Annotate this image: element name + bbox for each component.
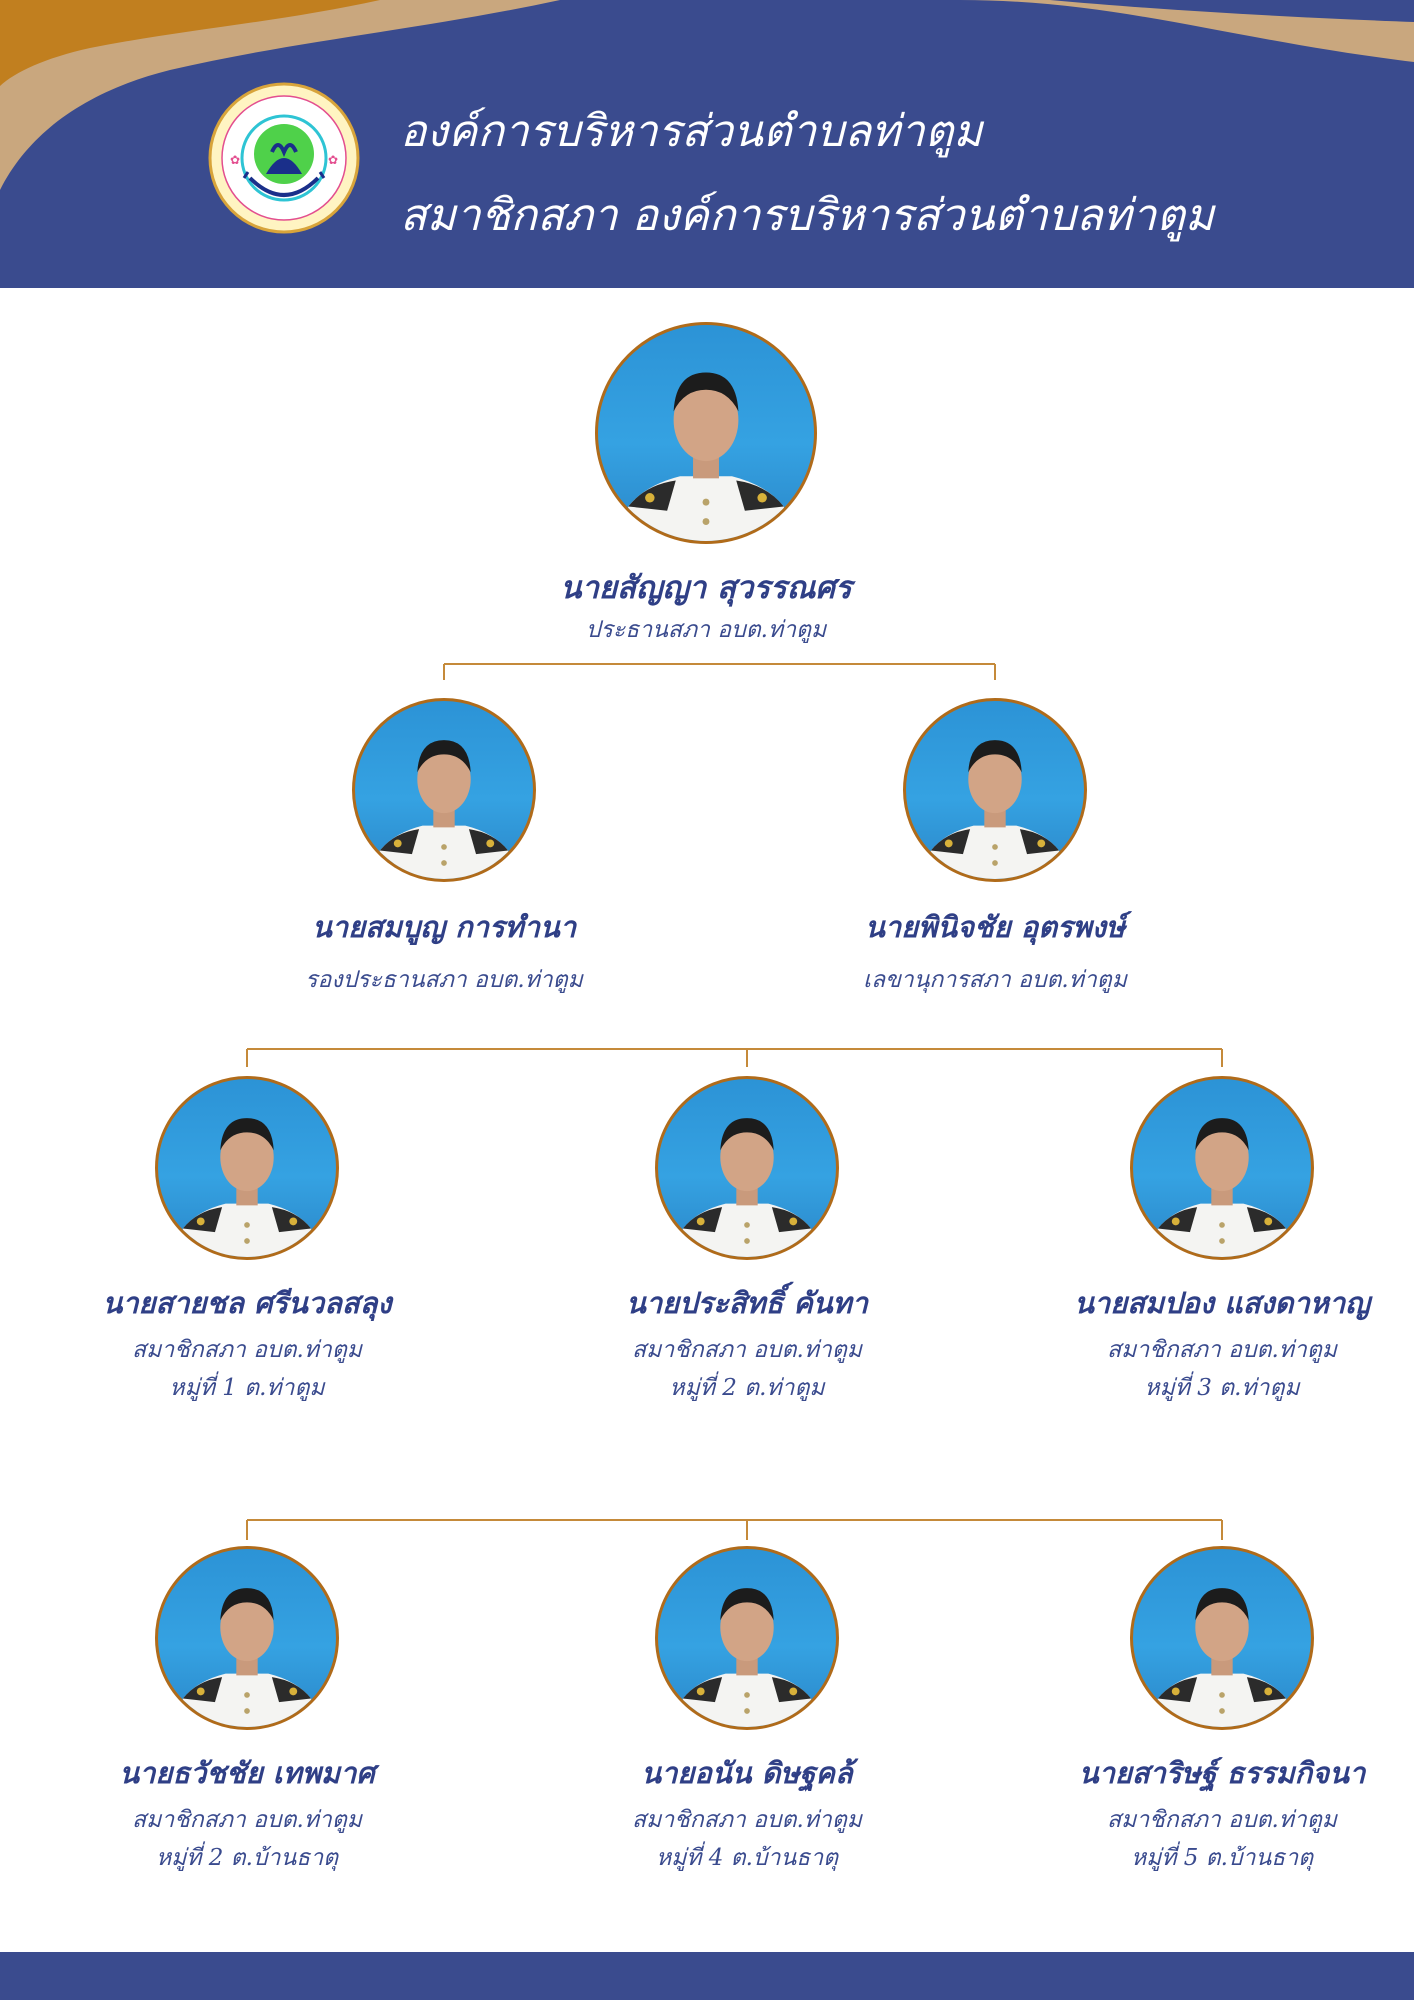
member-photo bbox=[595, 322, 817, 544]
member-village: หมู่ที่ 4 ต.บ้านธาตุ bbox=[655, 1845, 839, 1871]
header-banner: ✿ ✿ องค์การบริหารส่วนตำบลท่าตูม สมาชิกสภ… bbox=[0, 0, 1414, 288]
svg-text:✿: ✿ bbox=[230, 153, 240, 167]
member-role: เลขานุการสภา อบต.ท่าตูม bbox=[863, 967, 1127, 993]
member-role: สมาชิกสภา อบต.ท่าตูม bbox=[1107, 1807, 1337, 1833]
member-photo bbox=[352, 698, 536, 882]
member-photo bbox=[155, 1546, 339, 1730]
member-village: หมู่ที่ 5 ต.บ้านธาตุ bbox=[1130, 1845, 1314, 1871]
header-wave-decoration bbox=[0, 0, 1414, 190]
member-name: นายสมปอง แสงดาหาญ bbox=[1074, 1286, 1370, 1320]
member-name: นายพินิจชัย อุตรพงษ์ bbox=[864, 910, 1126, 944]
member-photo bbox=[903, 698, 1087, 882]
member-role: สมาชิกสภา อบต.ท่าตูม bbox=[132, 1337, 362, 1363]
member-role: สมาชิกสภา อบต.ท่าตูม bbox=[1107, 1337, 1337, 1363]
organization-logo: ✿ ✿ bbox=[208, 82, 360, 234]
member-role: รองประธานสภา อบต.ท่าตูม bbox=[305, 967, 583, 993]
svg-text:✿: ✿ bbox=[328, 153, 338, 167]
member-name: นายสัญญา สุวรรณศร bbox=[560, 570, 852, 606]
member-role: สมาชิกสภา อบต.ท่าตูม bbox=[632, 1807, 862, 1833]
member-village: หมู่ที่ 1 ต.ท่าตูม bbox=[169, 1375, 325, 1401]
member-photo bbox=[1130, 1546, 1314, 1730]
member-village: หมู่ที่ 3 ต.ท่าตูม bbox=[1144, 1375, 1300, 1401]
member-name: นายประสิทธิ์ คันทา bbox=[626, 1286, 868, 1320]
member-role: ประธานสภา อบต.ท่าตูม bbox=[585, 617, 827, 643]
member-role: สมาชิกสภา อบต.ท่าตูม bbox=[132, 1807, 362, 1833]
page-title: องค์การบริหารส่วนตำบลท่าตูม bbox=[400, 106, 983, 157]
page-subtitle: สมาชิกสภา องค์การบริหารส่วนตำบลท่าตูม bbox=[400, 190, 1214, 241]
member-photo bbox=[655, 1076, 839, 1260]
member-village: หมู่ที่ 2 ต.บ้านธาตุ bbox=[155, 1845, 339, 1871]
member-name: นายสาริษฐ์ ธรรมกิจนา bbox=[1078, 1756, 1366, 1790]
member-name: นายธวัชชัย เทพมาศ bbox=[119, 1756, 375, 1790]
member-village: หมู่ที่ 2 ต.ท่าตูม bbox=[669, 1375, 825, 1401]
member-photo bbox=[155, 1076, 339, 1260]
member-photo bbox=[655, 1546, 839, 1730]
member-name: นายสมบูญ การทำนา bbox=[311, 910, 577, 944]
member-name: นายอนัน ดิษฐคล้ bbox=[641, 1756, 853, 1790]
member-name: นายสายชล ศรีนวลสลุง bbox=[102, 1286, 392, 1320]
member-photo bbox=[1130, 1076, 1314, 1260]
member-role: สมาชิกสภา อบต.ท่าตูม bbox=[632, 1337, 862, 1363]
footer-bar bbox=[0, 1952, 1414, 2000]
